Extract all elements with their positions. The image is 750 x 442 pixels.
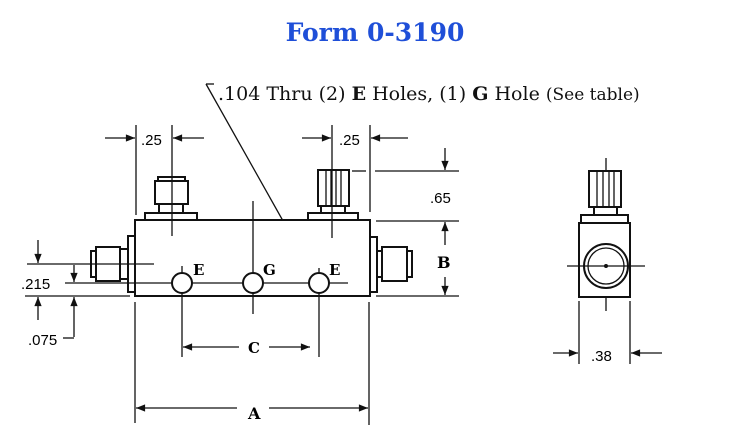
hole-e1 — [171, 272, 193, 294]
label-g: G — [263, 261, 276, 279]
front-view: E G E — [27, 125, 413, 357]
dim-215: .215 — [21, 276, 50, 293]
callout-text: .104 Thru (2) E Holes, (1) G Hole (See t… — [218, 83, 640, 105]
dim-075: .075 — [28, 332, 57, 349]
dim-c: C — [248, 339, 260, 357]
title: Form 0-3190 — [286, 18, 465, 47]
label-e1: E — [193, 261, 204, 279]
hole-g — [242, 272, 264, 294]
dim-b: B — [437, 253, 451, 272]
dim-right-offset: .25 — [339, 132, 360, 149]
hole-e2 — [308, 272, 330, 294]
dim-a: A — [247, 404, 261, 423]
dim-left-offset: .25 — [141, 132, 162, 149]
dim-065: .65 — [430, 190, 451, 207]
label-e2: E — [329, 261, 340, 279]
dim-038: .38 — [591, 348, 612, 365]
side-view: .38 — [553, 158, 662, 365]
dimensions: .25 .25 .65 B .215 .075 C A — [21, 125, 459, 425]
